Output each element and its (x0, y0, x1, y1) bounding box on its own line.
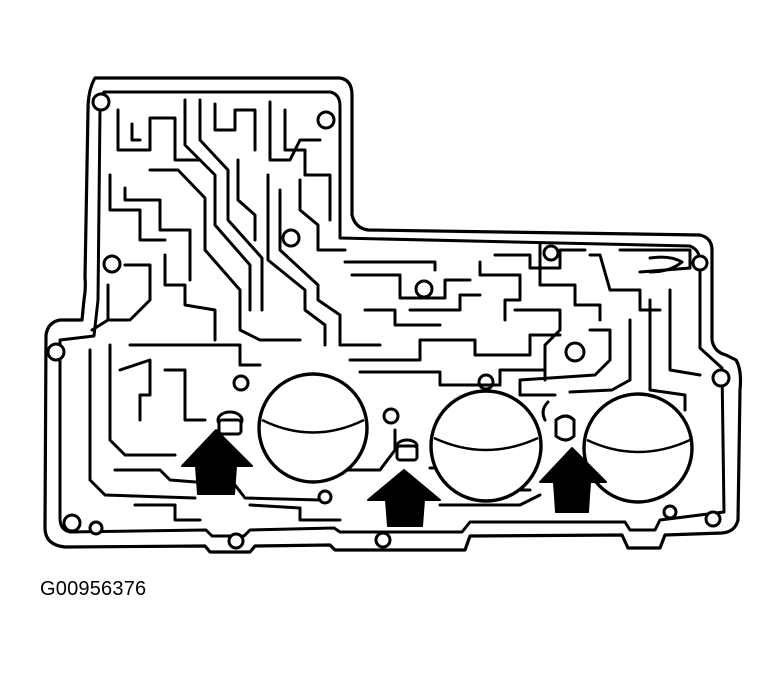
bolt-hole (477, 373, 495, 391)
bolt-hole (711, 368, 731, 388)
valve-bore-left (257, 372, 369, 484)
bolt-hole (91, 92, 111, 112)
bolt-hole (102, 254, 122, 274)
bolt-hole (704, 510, 722, 528)
indicator-arrows (181, 429, 607, 527)
valve-bores (257, 372, 694, 504)
bolt-hole (227, 532, 245, 550)
bolt-hole (691, 254, 709, 272)
check-ball-left-stem (217, 418, 243, 436)
bolt-hole (564, 341, 586, 363)
valve-bore-center (429, 389, 543, 503)
bolt-hole (281, 228, 301, 248)
bolt-hole (374, 531, 392, 549)
bolt-holes (46, 92, 731, 550)
figure-id-label: G00956376 (40, 578, 147, 600)
check-balls (216, 400, 576, 462)
bolt-hole (316, 110, 336, 130)
arrow-up-icon (539, 447, 607, 513)
bolt-hole (542, 244, 560, 262)
bolt-hole (46, 342, 66, 362)
bolt-hole (414, 279, 434, 299)
check-ball-right (554, 414, 576, 442)
plate-inner-contour (58, 90, 726, 538)
bolt-hole (317, 489, 333, 505)
bolt-hole (62, 513, 82, 533)
check-ball-center-stem (395, 444, 419, 462)
valve-bore-right (582, 392, 694, 504)
bolt-hole (232, 374, 250, 392)
bolt-hole (382, 407, 400, 425)
arrow-up-icon (181, 429, 253, 495)
bolt-hole (88, 520, 104, 536)
bolt-hole (662, 504, 678, 520)
arrow-up-icon (367, 469, 441, 527)
